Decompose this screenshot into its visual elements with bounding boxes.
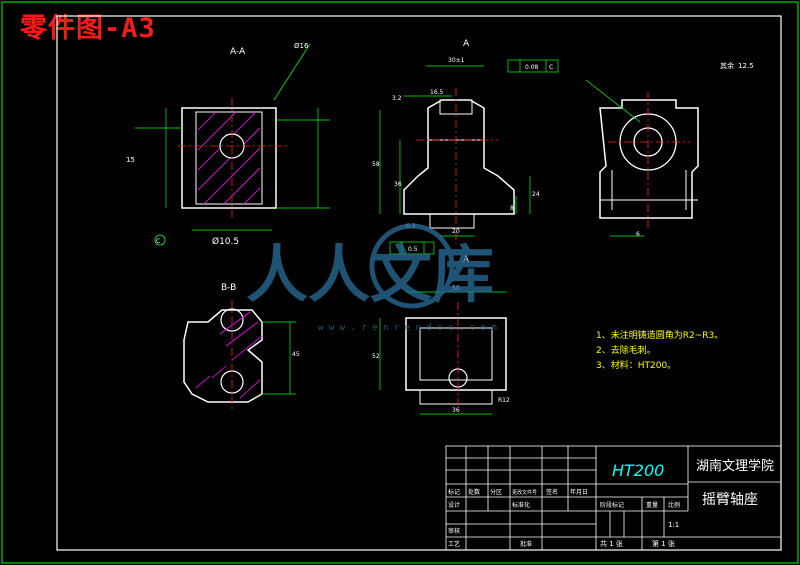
datum-c-label: C (156, 238, 160, 245)
section-b-label: B-B (221, 283, 236, 293)
section-b-upper-hole (220, 308, 244, 332)
tb-mark-label: 标记 (448, 488, 460, 496)
dim-36-label: 36 (452, 407, 460, 414)
section-a-body (181, 107, 277, 209)
flatness-frame (507, 59, 559, 73)
view-a-label: A (463, 39, 470, 49)
section-a-hatch (197, 111, 261, 205)
bore-dimension: Ø10.5 (212, 236, 239, 247)
tb-date-label: 年月日 (570, 488, 588, 496)
datum-circle-c (154, 234, 166, 246)
note-2: 2、去除毛刺。 (596, 344, 656, 356)
dim-24-label: 24 (532, 191, 540, 198)
rest-roughness-note: 其余 (720, 61, 734, 70)
section-a-inner (195, 111, 263, 205)
small-dia-dimension: Ø16 (294, 42, 309, 50)
section-b-hatch (195, 311, 263, 399)
tb-ratio-label: 比例 (668, 501, 680, 509)
flatness-datum: C (549, 64, 553, 71)
dim-r12-label: R12 (498, 397, 510, 404)
title-block-frame (445, 445, 782, 551)
corner-title: 零件图-A3 (20, 13, 156, 44)
dim-16-5-label: 16.5 (430, 89, 444, 96)
dim-45-label: 45 (292, 351, 300, 358)
bottom-view-inner (419, 327, 493, 381)
part-name: 摇臂轴座 (702, 492, 758, 508)
tb-stage-label: 阶段标记 (600, 501, 624, 509)
inner-border (56, 15, 782, 551)
title-block (445, 445, 782, 551)
dim-15-label: 15 (126, 156, 135, 164)
side-view-outline (599, 99, 699, 219)
front-view: A A 30±1 0.08 C 0.5 58 36 24 8 20 16.5 3… (372, 39, 559, 265)
scale-value: 1:1 (668, 521, 679, 529)
dim-8-label: 8 (510, 205, 514, 212)
parallelism-value: 0.5 (408, 246, 418, 253)
bottom-view-foot (419, 389, 493, 405)
tb-approve-label: 批准 (520, 540, 532, 548)
height-36-label: 36 (394, 181, 402, 188)
side-view-leader (585, 79, 641, 123)
tb-count-label: 处数 (468, 488, 480, 496)
tb-zone-label: 分区 (490, 488, 502, 496)
tb-process-label: 工艺 (448, 540, 460, 548)
section-a-label: A-A (230, 47, 246, 57)
dim-50-label: 50 (452, 285, 460, 292)
section-b-b-view: B-B 45 (183, 283, 300, 412)
note-1: 1、未注明铸造圆角为R2~R3。 (596, 329, 723, 341)
sheet-number: 第 1 张 (652, 539, 675, 548)
total-sheets: 共 1 张 (600, 539, 623, 548)
section-a-a-view: A-A Ø10.5 Ø16 C 15 (126, 42, 330, 247)
roughness-3-2: 3.2 (392, 95, 402, 102)
watermark-ring (369, 223, 455, 309)
tb-design-label: 设计 (448, 501, 460, 509)
tb-review-label: 审核 (448, 527, 460, 535)
dim-6-label: 6 (636, 231, 640, 238)
section-b-outline (183, 309, 263, 403)
watermark-text: 人人文库 (246, 238, 494, 311)
material-label: HT200 (612, 461, 664, 480)
height-58-label: 58 (372, 161, 380, 168)
rest-roughness-value: 12.5 (738, 62, 754, 70)
note-3: 3、材料：HT200。 (596, 359, 676, 371)
top-width-dimension: 30±1 (448, 57, 465, 64)
view-a-arrow-label: A (463, 255, 470, 265)
dim-leader-top (273, 43, 311, 101)
technical-notes: 1、未注明铸造圆角为R2~R3。 2、去除毛刺。 3、材料：HT200。 (596, 329, 723, 371)
front-view-foot (429, 213, 475, 229)
front-view-outline (403, 99, 515, 215)
school-name: 湖南文理学院 (696, 458, 774, 474)
tb-sign-label: 签名 (546, 488, 558, 496)
tb-change-label: 更改文件号 (512, 489, 537, 496)
side-view: 6 其余 12.5 (585, 61, 754, 238)
tb-weight-label: 重量 (646, 501, 658, 509)
bottom-view: 50 52 36 R12 (372, 285, 510, 415)
watermark: 人人文库 w w w . r e n r e n d o c . c o m (246, 223, 497, 333)
tb-standard-label: 标准化 (512, 501, 530, 509)
watermark-url: w w w . r e n r e n d o c . c o m (318, 323, 497, 333)
dim-20-label: 20 (452, 228, 460, 235)
dim-52-label: 52 (372, 353, 380, 360)
parallelism-frame (389, 241, 435, 255)
flatness-value: 0.08 (525, 64, 539, 71)
